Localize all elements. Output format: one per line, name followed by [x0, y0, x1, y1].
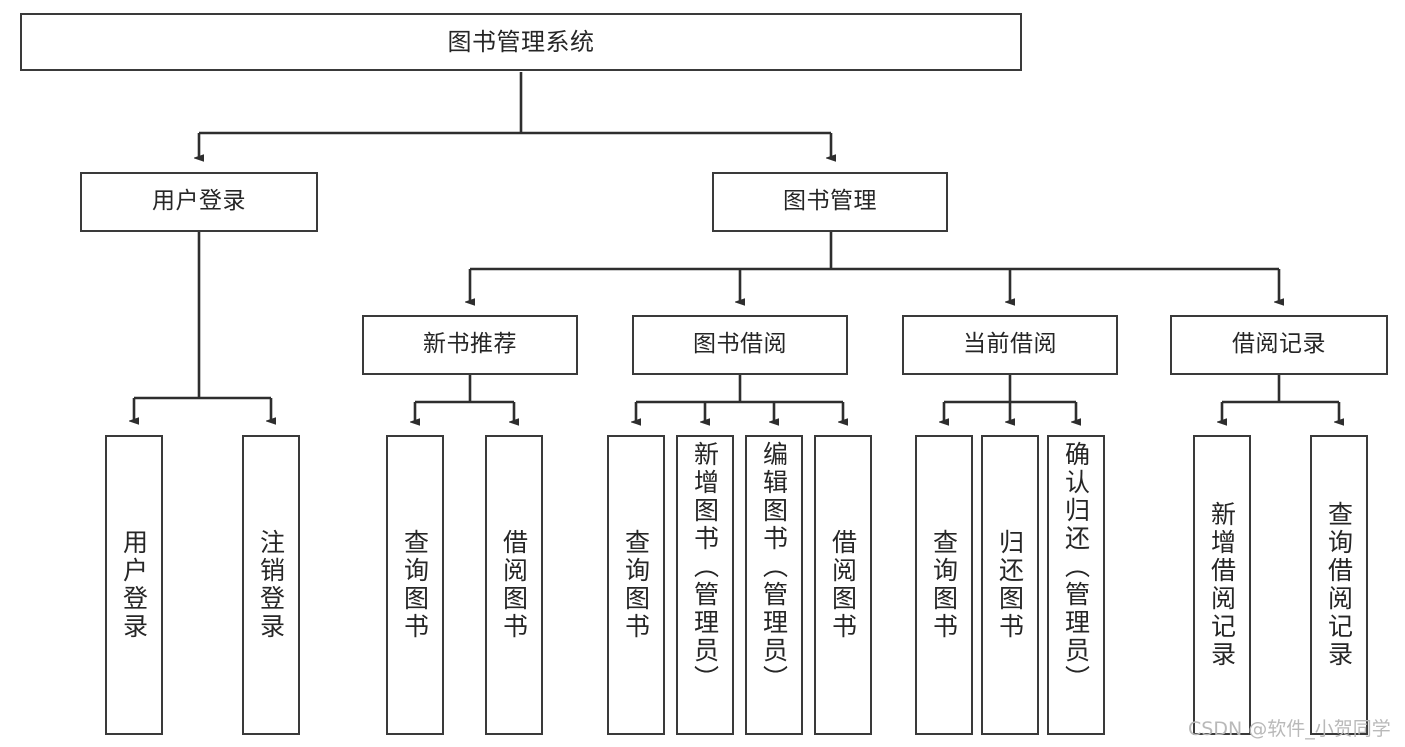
node-label: 查询图书 [621, 529, 651, 641]
leaf-current-borrow-return-book[interactable]: 归还图书 [981, 435, 1039, 735]
leaf-borrow-record-add-record[interactable]: 新增借阅记录 [1193, 435, 1251, 735]
node-book-management[interactable]: 图书管理 [712, 172, 948, 232]
node-label: 确认归还（管理员） [1061, 441, 1091, 693]
leaf-book-borrow-add-book-admin[interactable]: 新增图书（管理员） [676, 435, 734, 735]
leaf-user-login-login[interactable]: 用户登录 [105, 435, 163, 735]
node-label: 注销登录 [256, 529, 286, 641]
node-user-login[interactable]: 用户登录 [80, 172, 318, 232]
node-label: 新增借阅记录 [1207, 501, 1237, 669]
node-label: 查询图书 [400, 529, 430, 641]
leaf-borrow-record-query-record[interactable]: 查询借阅记录 [1310, 435, 1368, 735]
node-new-book-recommend[interactable]: 新书推荐 [362, 315, 578, 375]
node-borrow-record[interactable]: 借阅记录 [1170, 315, 1388, 375]
leaf-user-login-logout[interactable]: 注销登录 [242, 435, 300, 735]
leaf-new-book-query-book[interactable]: 查询图书 [386, 435, 444, 735]
node-label: 图书借阅 [693, 331, 787, 358]
node-label: 归还图书 [995, 529, 1025, 641]
node-label: 借阅图书 [499, 529, 529, 641]
node-label: 查询借阅记录 [1324, 501, 1354, 669]
leaf-book-borrow-query-book[interactable]: 查询图书 [607, 435, 665, 735]
node-label: 借阅记录 [1232, 331, 1326, 358]
node-label: 图书管理系统 [447, 27, 595, 56]
node-label: 新增图书（管理员） [690, 441, 720, 693]
leaf-new-book-borrow-book[interactable]: 借阅图书 [485, 435, 543, 735]
node-label: 当前借阅 [963, 331, 1057, 358]
node-label: 新书推荐 [423, 331, 517, 358]
leaf-book-borrow-edit-book-admin[interactable]: 编辑图书（管理员） [745, 435, 803, 735]
node-label: 用户登录 [119, 529, 149, 641]
csdn-watermark: CSDN @软件_小贺同学 [1188, 718, 1391, 740]
node-label: 图书管理 [783, 188, 877, 215]
node-label: 编辑图书（管理员） [759, 441, 789, 693]
leaf-book-borrow-borrow-book[interactable]: 借阅图书 [814, 435, 872, 735]
node-label: 借阅图书 [828, 529, 858, 641]
leaf-current-borrow-confirm-return-admin[interactable]: 确认归还（管理员） [1047, 435, 1105, 735]
leaf-current-borrow-query-book[interactable]: 查询图书 [915, 435, 973, 735]
node-label: 查询图书 [929, 529, 959, 641]
node-book-borrow[interactable]: 图书借阅 [632, 315, 848, 375]
node-label: 用户登录 [152, 188, 246, 215]
node-root-book-management-system[interactable]: 图书管理系统 [20, 13, 1022, 71]
node-current-borrow[interactable]: 当前借阅 [902, 315, 1118, 375]
